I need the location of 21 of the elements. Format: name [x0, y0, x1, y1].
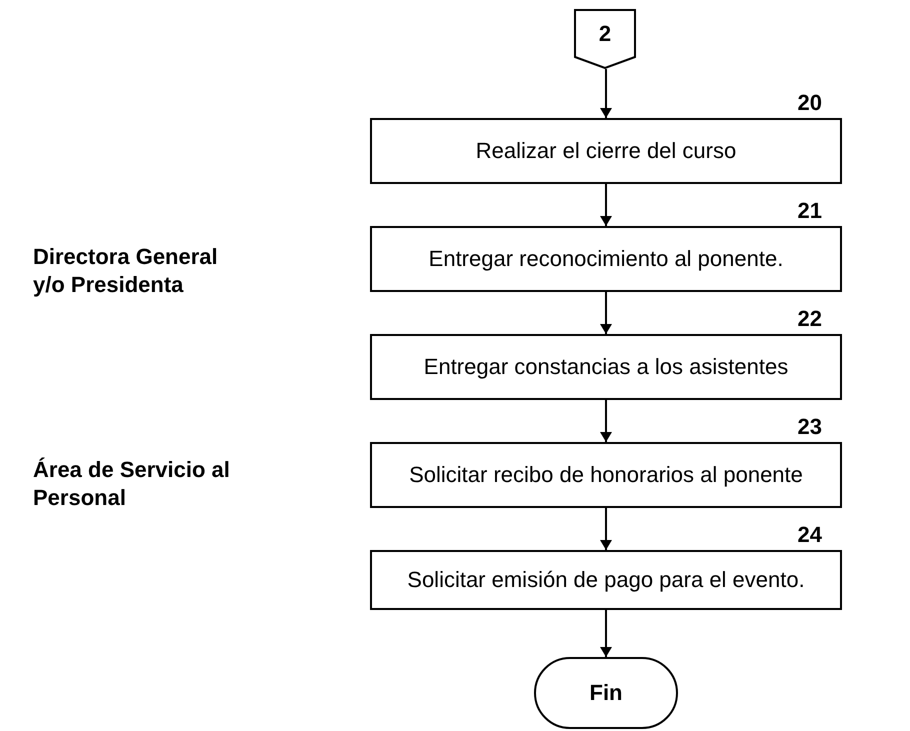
step-text: Realizar el cierre del curso — [474, 138, 738, 164]
arrow — [600, 69, 612, 118]
arrow — [600, 508, 612, 550]
arrow — [600, 610, 612, 657]
step-text: Solicitar recibo de honorarios al ponente — [408, 462, 804, 488]
step-text: Fin — [590, 680, 622, 706]
step-text: 2 — [598, 21, 612, 47]
step-number: 22 — [798, 306, 822, 332]
step-number: 23 — [798, 414, 822, 440]
step-number: 20 — [798, 90, 822, 116]
step-text: Entregar constancias a los asistentes — [422, 354, 790, 380]
step-number: 24 — [798, 522, 822, 548]
arrow — [600, 400, 612, 442]
step-number: 21 — [798, 198, 822, 224]
role-label: Área de Servicio al Personal — [33, 456, 231, 512]
arrow — [600, 184, 612, 226]
role-label: Directora General y/o Presidenta — [33, 243, 219, 299]
step-text: Entregar reconocimiento al ponente. — [428, 246, 784, 272]
off-page-connector — [574, 9, 636, 69]
step-text: Solicitar emisión de pago para el evento. — [406, 567, 806, 593]
arrow — [600, 292, 612, 334]
